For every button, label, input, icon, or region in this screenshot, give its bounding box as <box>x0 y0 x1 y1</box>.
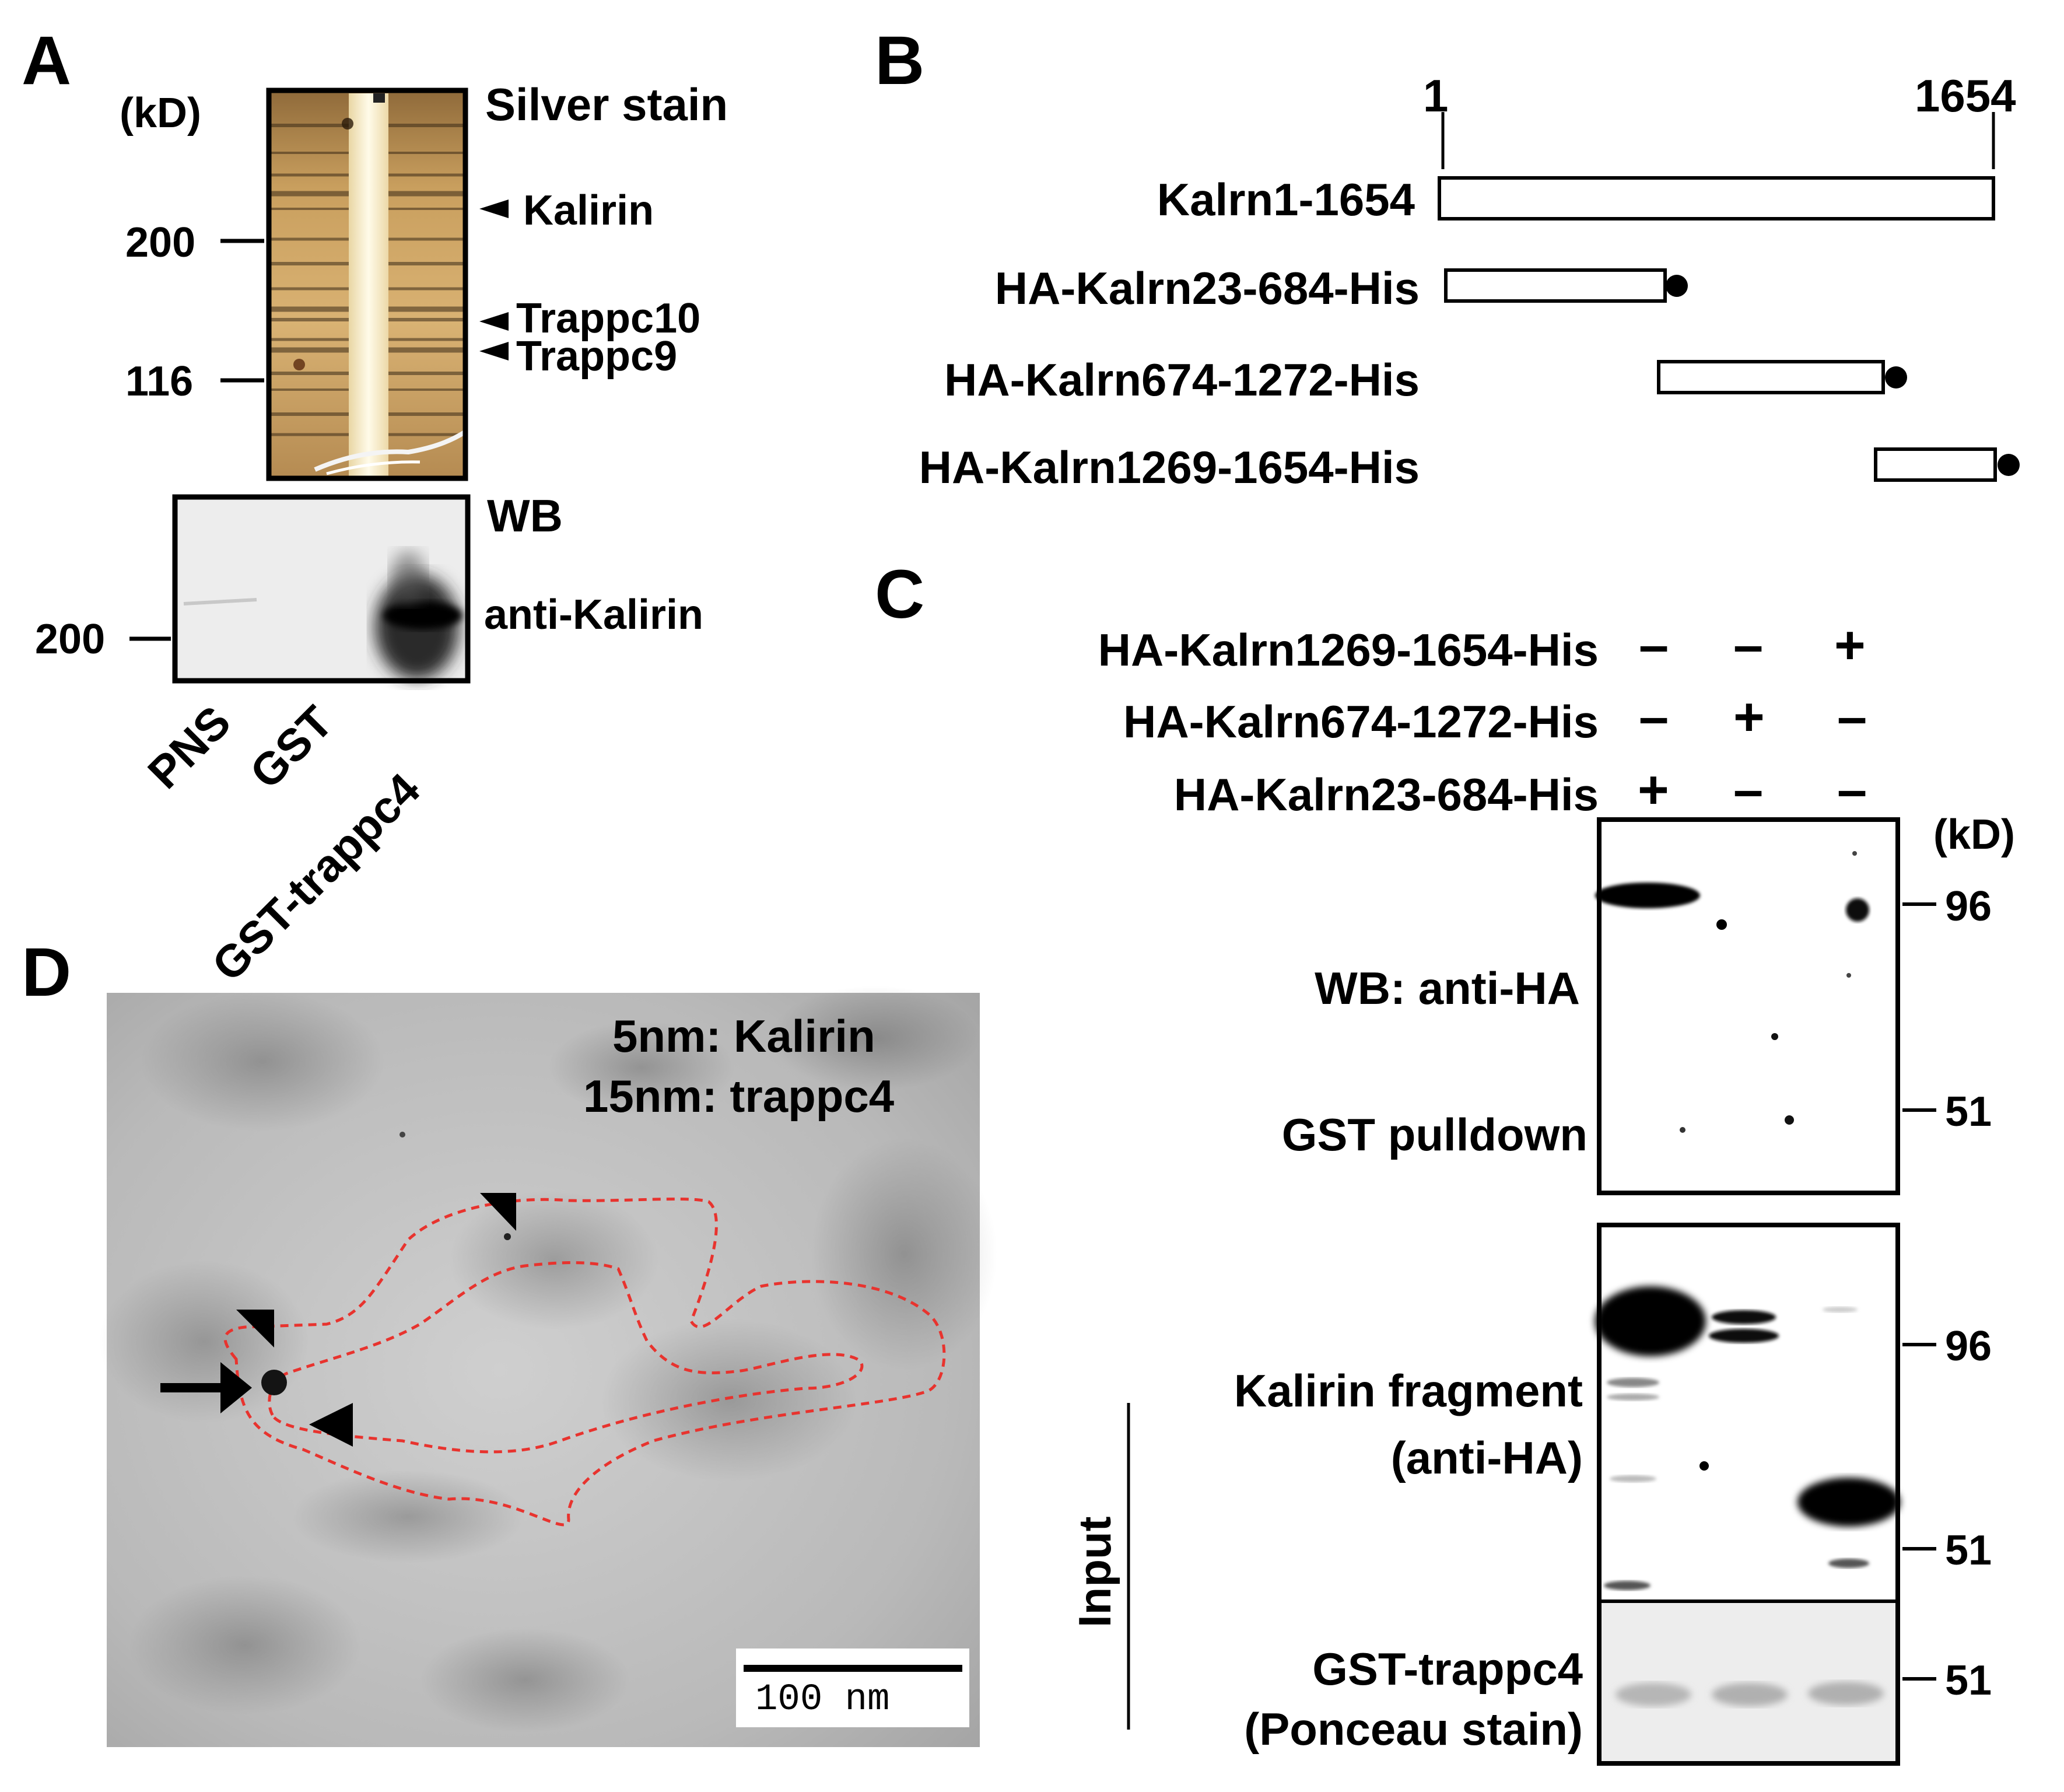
blot2-label-fragment: Kalirin fragment <box>1234 1365 1583 1416</box>
blot1-label-antibody: WB: anti-HA <box>1315 963 1580 1014</box>
condition-label-23-684: HA-Kalrn23-684-His <box>1173 769 1599 820</box>
construct-label-23-684: HA-Kalrn23-684-His <box>994 262 1420 314</box>
sign-r1-l3: + <box>1834 615 1866 675</box>
sign-r2-l2: + <box>1733 687 1765 747</box>
arrow-label-trappc10: Trappc10 <box>516 295 701 342</box>
input-blot-frame <box>1597 1223 1900 1766</box>
blot2-marker-51: 51 <box>1945 1527 1992 1574</box>
marker-200-silver: 200 <box>125 219 196 266</box>
wb-title: WB <box>487 490 563 541</box>
arrowhead-trappc10 <box>479 312 509 331</box>
condition-label-1269-1654: HA-Kalrn1269-1654-His <box>1098 624 1599 676</box>
construct-label-674-1272: HA-Kalrn674-1272-His <box>944 354 1420 405</box>
silver-stain-title: Silver stain <box>485 79 728 130</box>
input-anti-ha-blot <box>1595 1225 1900 1601</box>
marker-116-silver: 116 <box>125 358 194 405</box>
input-label: Input <box>1069 1516 1120 1628</box>
blot3-label-stain: (Ponceau stain) <box>1244 1703 1583 1755</box>
wb-antibody-label: anti-Kalirin <box>484 592 704 638</box>
panel-letter-b: B <box>875 22 925 99</box>
em-legend-trappc4: 15nm: trappc4 <box>583 1070 895 1122</box>
blot2-label-antibody: (anti-HA) <box>1390 1432 1583 1483</box>
scale-end-label: 1654 <box>1915 70 2016 121</box>
c-kd-unit: (kD) <box>1933 811 2015 858</box>
blot1-marker-51: 51 <box>1945 1088 1992 1135</box>
sign-r3-l1: + <box>1638 760 1669 820</box>
marker-200-wb: 200 <box>35 616 106 663</box>
panel-letter-c: C <box>875 556 925 633</box>
arrowhead-trappc9 <box>479 342 509 360</box>
construct-label-full: Kalrn1-1654 <box>1157 174 1415 225</box>
pulldown-blot <box>1595 817 1900 1195</box>
sign-r2-l3: – <box>1837 687 1867 747</box>
kd-unit-label: (kD) <box>120 90 201 136</box>
sign-r1-l1: – <box>1639 615 1669 675</box>
sign-r2-l1: – <box>1639 687 1669 747</box>
ponceau-blot <box>1599 1601 1898 1763</box>
scale-start-label: 1 <box>1423 70 1449 121</box>
blot1-label-pulldown: GST pulldown <box>1281 1109 1588 1160</box>
construct-diagram <box>1438 112 2020 482</box>
c-marker-ticks <box>1902 902 1936 1681</box>
sign-r3-l3: – <box>1837 760 1867 820</box>
construct-label-1269-1654: HA-Kalrn1269-1654-His <box>919 442 1420 493</box>
em-micrograph <box>99 986 997 1747</box>
sign-r3-l2: – <box>1733 760 1764 820</box>
em-legend-kalirin: 5nm: Kalirin <box>612 1010 875 1062</box>
panel-letter-a: A <box>22 22 72 99</box>
arrow-label-kalirin: Kalirin <box>523 187 654 234</box>
arrowhead-kalirin <box>479 200 509 218</box>
wb-anti-kalirin-blot <box>172 494 471 684</box>
panel-letter-d: D <box>22 934 72 1011</box>
blot3-label-protein: GST-trappc4 <box>1312 1643 1583 1695</box>
condition-label-674-1272: HA-Kalrn674-1272-His <box>1123 696 1599 747</box>
blot2-marker-96: 96 <box>1945 1323 1992 1370</box>
arrow-label-trappc9: Trappc9 <box>516 333 678 380</box>
blot1-marker-96: 96 <box>1945 883 1992 930</box>
em-scalebar-label: 100 nm <box>755 1679 890 1721</box>
sign-r1-l2: – <box>1733 615 1764 675</box>
silver-stain-gel <box>266 88 468 481</box>
blot3-marker-51: 51 <box>1945 1657 1992 1704</box>
